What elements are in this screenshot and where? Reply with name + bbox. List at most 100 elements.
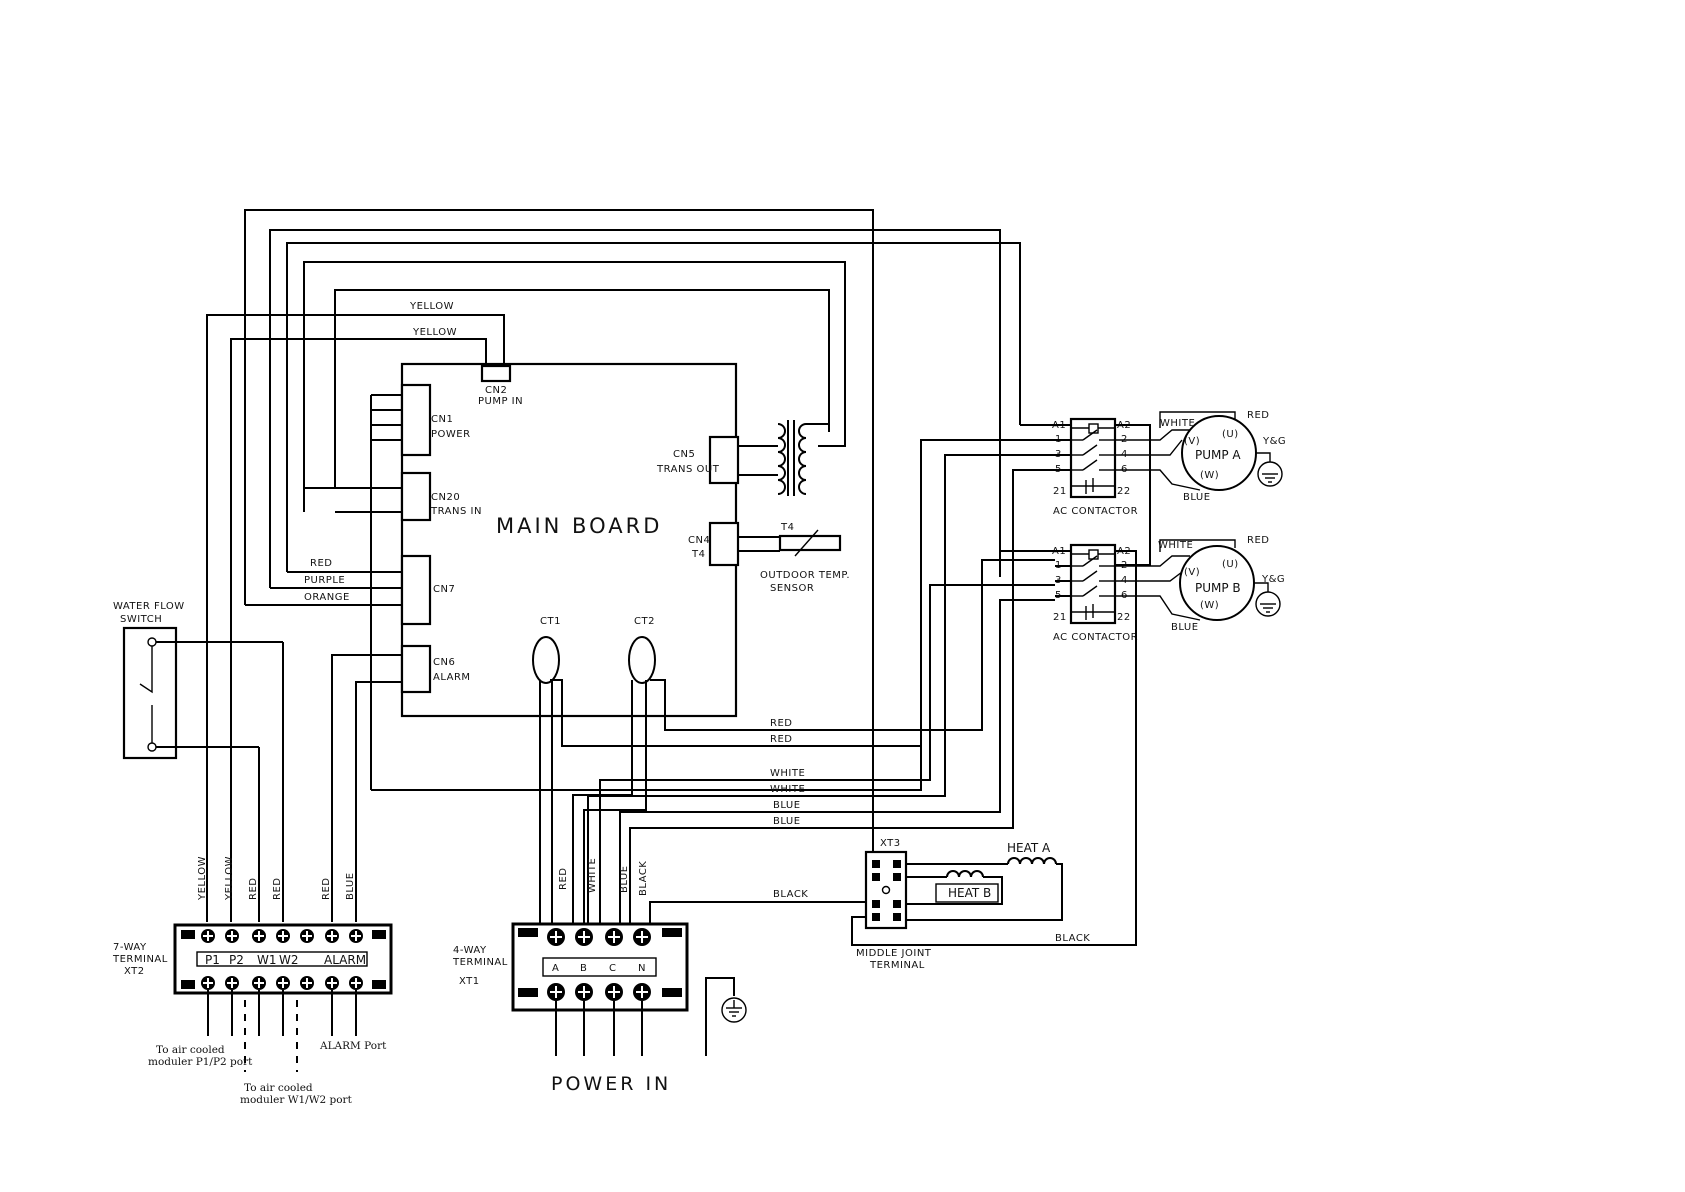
xt2-terminal-p1: P1 [205, 953, 220, 967]
heat-b-label: HEAT B [948, 886, 991, 900]
ac-contactor-a-pin-22: 22 [1117, 486, 1131, 497]
water-flow-switch: WATER FLOW SWITCH [113, 601, 284, 922]
xt2-terminal-p2: P2 [229, 953, 244, 967]
cn6-connector [400, 644, 432, 694]
xt2-terminal-w1: W1 [257, 953, 277, 967]
wire-label-white-a: WHITE [770, 768, 805, 779]
ct1-coil [532, 636, 560, 684]
xt1-terminal-n: N [638, 963, 646, 974]
ac-contactor-b-label: AC CONTACTOR [1053, 632, 1138, 643]
t4-sensor-body [778, 534, 842, 552]
main-board-outline [400, 362, 738, 718]
ac-contactor-b-pin-21: 21 [1053, 612, 1067, 623]
pump-b-blue-label: BLUE [1171, 622, 1199, 633]
xt2-title-3: XT2 [124, 966, 145, 977]
xt1-wire-label-white: WHITE [587, 858, 598, 893]
pump-a-blue-label: BLUE [1183, 492, 1211, 503]
pump-a-yg-label: Y&G [1262, 436, 1286, 447]
pump-a-w-label: (W) [1200, 470, 1219, 481]
ct2-coil [628, 636, 656, 684]
ac-contactor-a-pin-21: 21 [1053, 486, 1067, 497]
water-flow-switch-box [122, 626, 178, 760]
xt2-wire-label-blue: BLUE [345, 872, 356, 900]
pump-b-ground-icon [1255, 591, 1281, 617]
wire-label-black-xt3: BLACK [773, 889, 808, 900]
xt1-earth-icon [721, 997, 747, 1023]
wire-label-red: RED [310, 558, 332, 569]
cn4-sub-label: T4 [691, 549, 705, 560]
power-wires [539, 454, 1055, 932]
xt2-terminal-alarm: ALARM [324, 953, 366, 967]
xt1-wire-label-black: BLACK [638, 861, 649, 896]
xt2-note-2-line-1: To air cooled [244, 1082, 313, 1094]
water-flow-switch-title-1: WATER FLOW [113, 601, 185, 612]
xt3-contacts [872, 860, 901, 921]
xt3-caption-1: MIDDLE JOINT [856, 948, 932, 959]
cn1-label: CN1 [431, 414, 453, 425]
cn4-label: CN4 [688, 535, 710, 546]
xt1-wire-label-red: RED [558, 868, 569, 890]
cn1-sub-label: POWER [431, 429, 471, 440]
cn20-label: CN20 [431, 492, 460, 503]
cn6-sub-label: ALARM [433, 672, 471, 683]
pump-a-label: PUMP A [1195, 448, 1241, 462]
cn4-connector [708, 521, 740, 567]
wire-label-blue-a: BLUE [773, 800, 801, 811]
ac-contactor-a: A1 1 3 5 21 A2 2 4 6 22 AC CONTACTOR [1020, 417, 1151, 566]
xt1-terminal-c: C [609, 963, 616, 974]
wire-label-blue-b: BLUE [773, 816, 801, 827]
pump-a-white-label: WHITE [1160, 418, 1195, 429]
cn5-label: CN5 [673, 449, 695, 460]
wire-label-yellow-2: YELLOW [412, 327, 457, 338]
main-board-title: MAIN BOARD [496, 514, 662, 538]
xt1-title-2: TERMINAL [452, 957, 508, 968]
pump-b-yg-label: Y&G [1261, 574, 1285, 585]
xt1-body [511, 922, 689, 1012]
xt2-wire-label-red-2: RED [272, 878, 283, 900]
xt2-title-2: TERMINAL [112, 954, 168, 965]
cn2-sub-label: PUMP IN [478, 396, 523, 407]
t4-sensor: T4 OUTDOOR TEMP. SENSOR [738, 522, 850, 594]
pump-a-red-label: RED [1247, 410, 1269, 421]
ac-contactor-b: A1 1 3 5 21 A2 2 4 6 22 AC CONTACTOR [1000, 543, 1138, 946]
xt1-terminal-b: B [580, 963, 587, 974]
xt2-note-1-line-2: moduler P1/P2 port [148, 1056, 253, 1068]
wire-label-white-b: WHITE [770, 784, 805, 795]
xt2-note-2-line-2: moduler W1/W2 port [240, 1094, 353, 1106]
xt2-screws-bottom [201, 976, 363, 990]
cn5-sub-label: TRANS OUT [656, 464, 720, 475]
wire-label-yellow-1: YELLOW [409, 301, 454, 312]
xt1-screws-top [547, 928, 651, 946]
wire-label-red-a: RED [770, 718, 792, 729]
xt1-title-3: XT1 [459, 976, 480, 987]
pump-a: PUMP A (U) (V) (W) WHITE RED BLUE Y&G [1115, 410, 1286, 503]
ac-contactor-b-pin-22: 22 [1117, 612, 1131, 623]
xt1-terminal: 4-WAY TERMINAL XT1 A B C N RED WHITE BLU… [452, 858, 747, 1095]
main-board: MAIN BOARD CN2 PUMP IN CN1 POWER CN20 TR… [400, 362, 740, 718]
t4-sensor-caption-2: SENSOR [770, 583, 814, 594]
xt2-terminal-w2: W2 [279, 953, 299, 967]
xt2-terminal: 7-WAY TERMINAL XT2 P1 P2 W1 W2 ALARM [112, 856, 393, 1106]
routing-wires [206, 209, 1021, 922]
transformer [738, 420, 829, 496]
t4-sensor-caption-1: OUTDOOR TEMP. [760, 570, 850, 581]
xt2-note-1-line-1: To air cooled [156, 1044, 225, 1056]
cn2-connector [480, 364, 512, 383]
pump-b-v-label: (V) [1184, 567, 1200, 578]
pump-b-white-label: WHITE [1158, 540, 1193, 551]
heat-a-label: HEAT A [1007, 841, 1051, 855]
pump-b-label: PUMP B [1195, 581, 1241, 595]
xt2-wire-label-yellow-1: YELLOW [197, 856, 208, 901]
pump-a-v-label: (V) [1184, 436, 1200, 447]
cn1-bus-wires [245, 394, 1055, 922]
wire-label-black-bottom: BLACK [1055, 933, 1090, 944]
water-flow-switch-title-2: SWITCH [120, 614, 162, 625]
xt2-wire-label-red-1: RED [248, 878, 259, 900]
xt2-wire-label-red-3: RED [321, 878, 332, 900]
pump-a-u-label: (U) [1222, 429, 1239, 440]
xt2-screws-top [201, 929, 363, 943]
xt2-title-1: 7-WAY [113, 942, 147, 953]
cn6-label: CN6 [433, 657, 455, 668]
cn1-connector [400, 383, 432, 457]
pump-b-w-label: (W) [1200, 600, 1219, 611]
